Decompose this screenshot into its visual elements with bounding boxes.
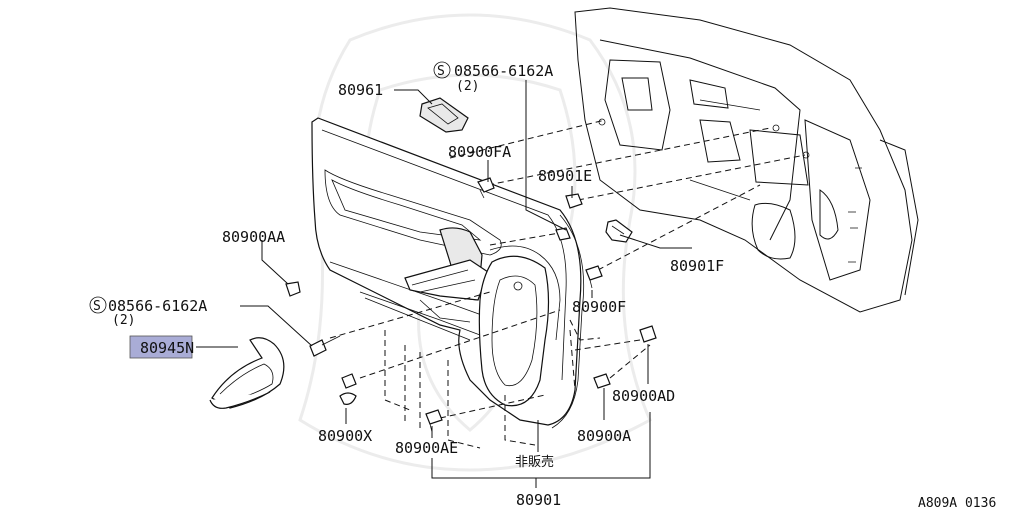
label-screw-left-qty: (2) (112, 313, 135, 328)
label-80900A: 80900A (577, 427, 631, 445)
clip-80900F (585, 265, 603, 289)
label-80900FA: 80900FA (448, 143, 511, 161)
label-screw-top-qty: (2) (456, 79, 479, 94)
label-screw-left: 08566-6162A (108, 297, 207, 315)
screw-symbol-left: S (93, 299, 101, 314)
screw-left (309, 335, 341, 357)
label-80900AE: 80900AE (395, 439, 458, 457)
label-80900X: 80900X (318, 427, 372, 445)
screw-symbol-circle-top (433, 61, 451, 79)
part-80945N-armrest-trim (209, 337, 285, 409)
label-80945N: 80945N (140, 339, 194, 357)
door-trim-panel (311, 117, 585, 429)
label-80900AA: 80900AA (222, 228, 285, 246)
clip-80900A (593, 373, 611, 389)
screw-symbol-top: S (437, 64, 445, 79)
label-80961: 80961 (338, 81, 383, 99)
label-80901E: 80901E (538, 167, 592, 185)
leader-lines (196, 80, 692, 488)
label-80901: 80901 (516, 491, 561, 509)
label-screw-top: 08566-6162A (454, 62, 553, 80)
alignment-lines (329, 119, 806, 449)
label-80900AD: 80900AD (612, 387, 675, 405)
clip-80900AE (425, 409, 443, 433)
part-80961-switch-bezel (419, 97, 469, 133)
clip-80900FA (477, 177, 495, 199)
diagram-reference-code: A809A 0136 (918, 496, 996, 510)
label-80900F: 80900F (572, 298, 626, 316)
label-not-for-sale: 非販売 (515, 454, 554, 470)
clip-80900AD (639, 325, 657, 343)
clip-80901E (555, 193, 583, 241)
clip-80900X (339, 373, 357, 405)
clip-80900AA (285, 281, 301, 297)
screw-symbol-circle-left (89, 296, 107, 314)
door-inner-panel (574, 7, 919, 313)
label-80901F: 80901F (670, 257, 724, 275)
highlight-80945N (129, 335, 193, 359)
part-labels: 80961 S 08566-6162A (2) 80900FA 80901E 8… (89, 61, 996, 510)
